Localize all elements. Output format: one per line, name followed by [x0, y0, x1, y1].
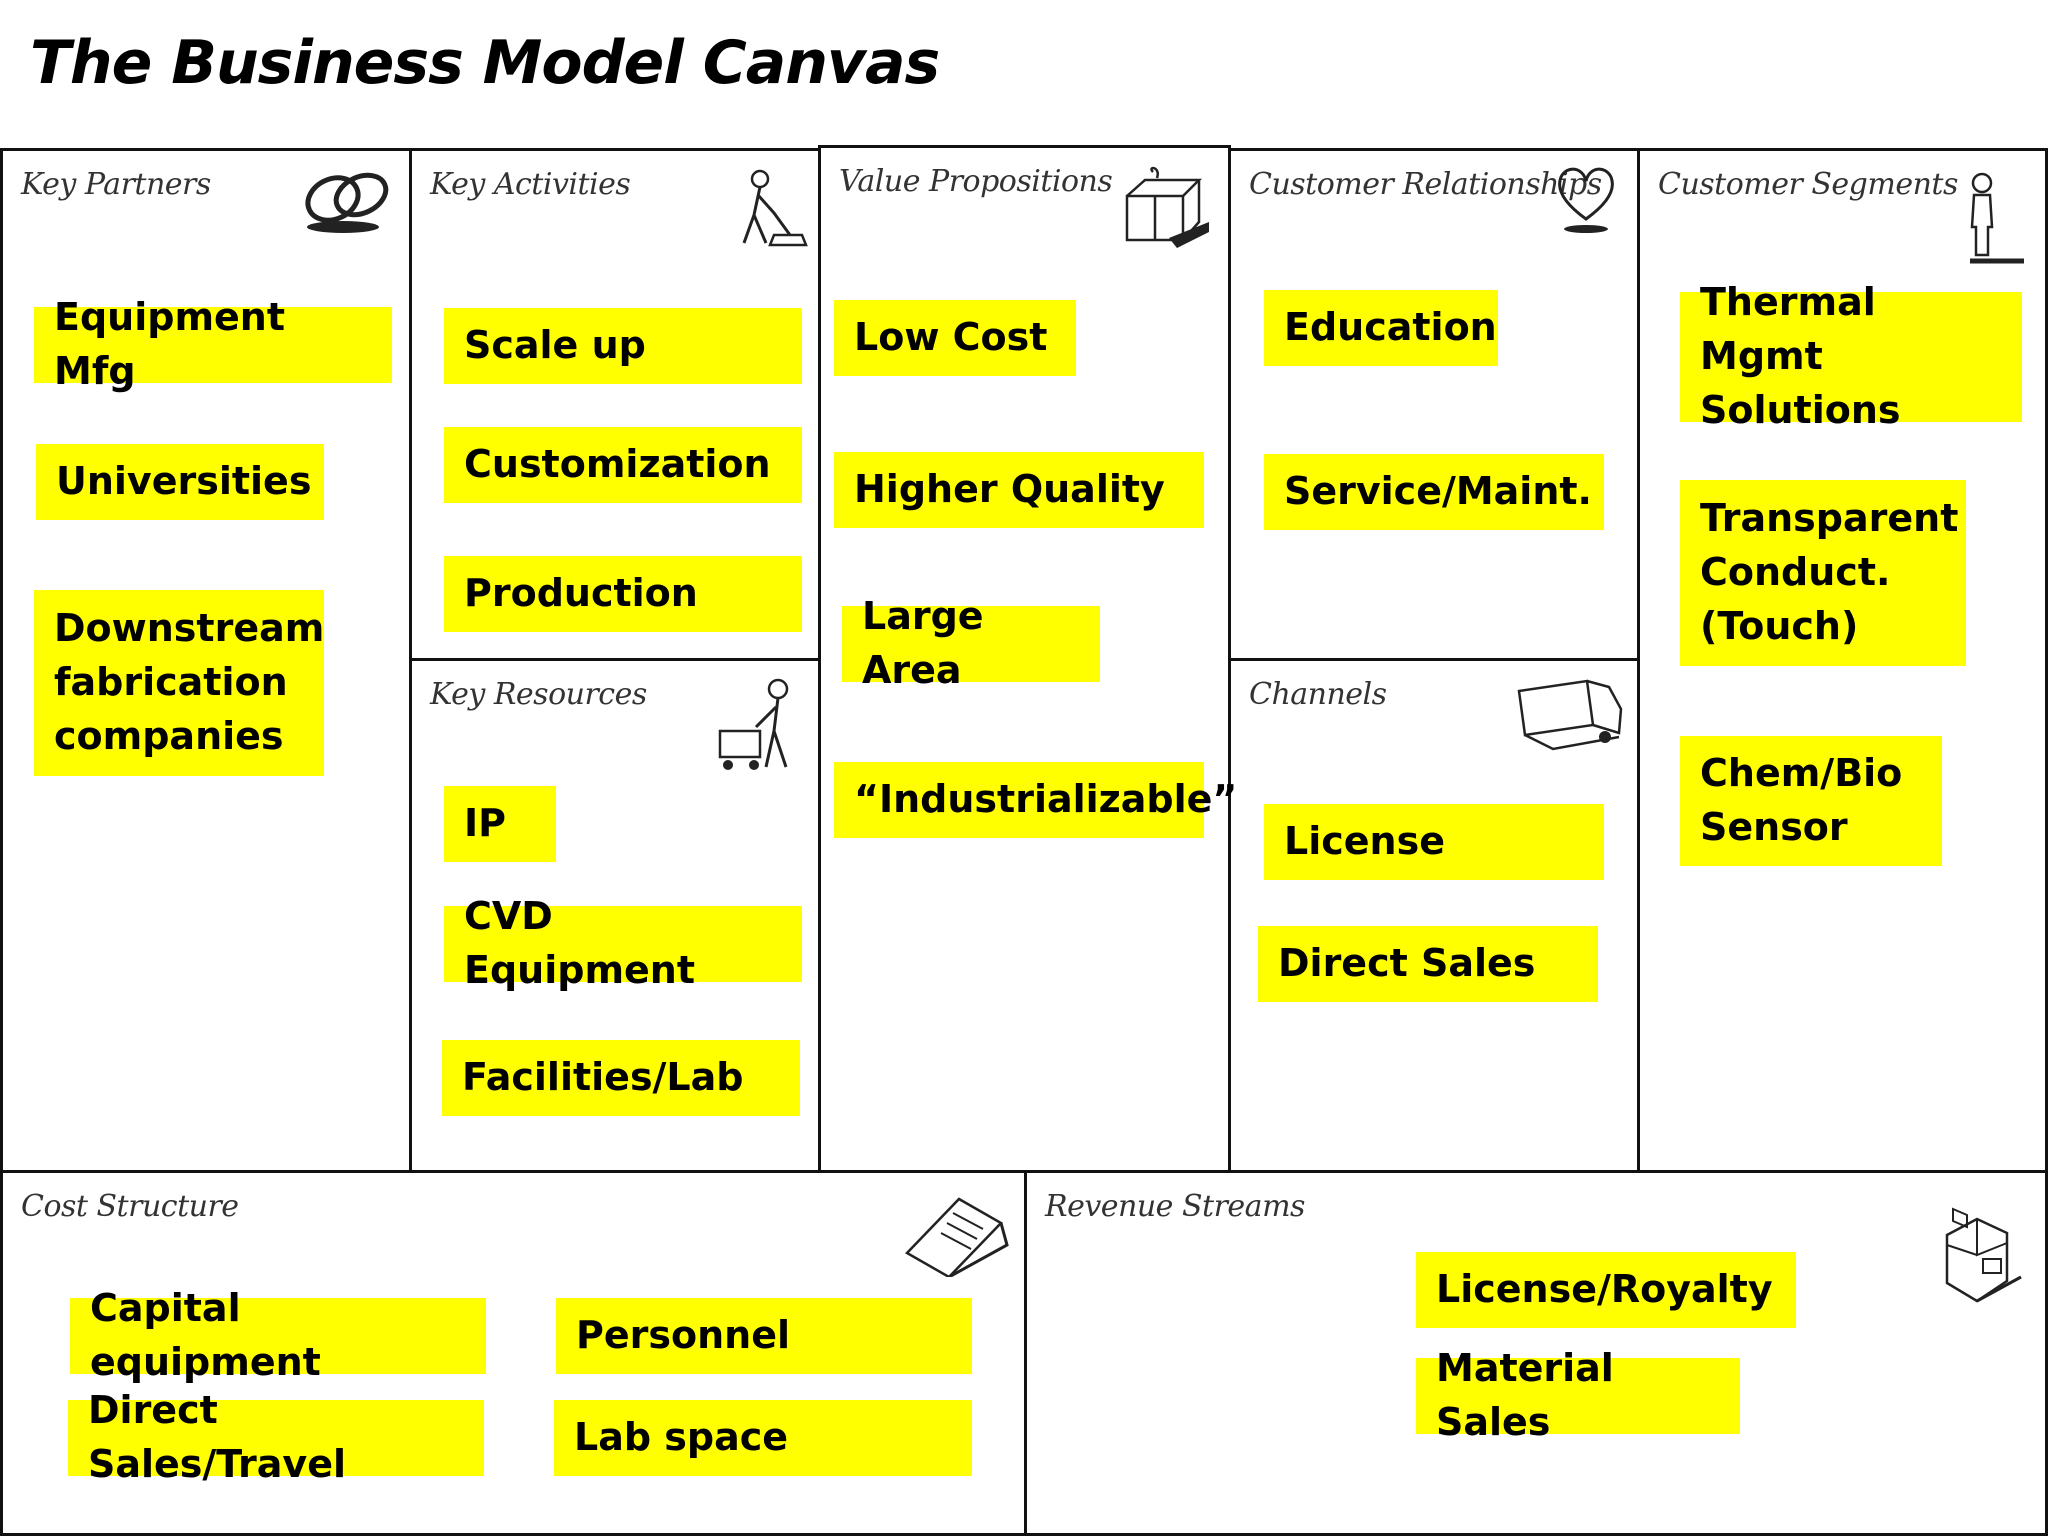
receipt-icon [904, 1197, 1009, 1277]
note-material-sales: Material Sales [1416, 1346, 1740, 1444]
value-propositions-label: Value Propositions [839, 164, 1113, 199]
worker-cart-icon [718, 678, 789, 770]
note-capital-equipment: Capital equipment [70, 1286, 486, 1384]
note-transparent-conduct: Transparent Conduct. (Touch) [1680, 480, 1966, 666]
note-thermal-mgmt: Thermal Mgmt Solutions [1680, 280, 2022, 432]
page-title: The Business Model Canvas [30, 28, 940, 98]
heart-icon [1558, 167, 1614, 233]
note-direct-sales-travel: Direct Sales/Travel [68, 1388, 484, 1486]
truck-icon [1517, 679, 1623, 751]
customer-segments-label: Customer Segments [1658, 167, 1958, 202]
gift-icon [1125, 166, 1209, 248]
note-low-cost: Low Cost [834, 300, 1076, 376]
note-universities: Universities [36, 444, 324, 520]
note-customization: Customization [444, 427, 802, 503]
revenue-streams-label: Revenue Streams [1045, 1189, 1305, 1224]
channels-block: Channels [1228, 658, 1640, 1173]
chain-links-icon [305, 172, 389, 233]
customer-relationships-block: Customer Relationships [1228, 148, 1640, 661]
note-license-royalty: License/Royalty [1416, 1252, 1796, 1328]
note-service-maint: Service/Maint. [1264, 454, 1604, 530]
worker-icon [742, 169, 808, 247]
note-ip: IP [444, 786, 556, 862]
note-equipment-mfg: Equipment Mfg [34, 295, 392, 393]
note-production: Production [444, 556, 802, 632]
note-direct-sales: Direct Sales [1258, 926, 1598, 1002]
key-partners-label: Key Partners [21, 167, 211, 202]
note-personnel: Personnel [556, 1298, 972, 1374]
key-activities-label: Key Activities [430, 167, 631, 202]
cost-structure-label: Cost Structure [21, 1189, 239, 1224]
note-education: Education [1264, 290, 1498, 366]
note-license: License [1264, 804, 1604, 880]
note-facilities-lab: Facilities/Lab [442, 1040, 800, 1116]
channels-label: Channels [1249, 677, 1387, 712]
revenue-streams-block: Revenue Streams [1024, 1170, 2048, 1536]
customer-relationships-label: Customer Relationships [1249, 167, 1602, 202]
key-resources-label: Key Resources [430, 677, 647, 712]
note-higher-quality: Higher Quality [834, 452, 1204, 528]
note-lab-space: Lab space [554, 1400, 972, 1476]
note-downstream-fabrication: Downstream fabrication companies [34, 590, 324, 776]
person-icon [1970, 172, 2024, 264]
note-large-area: Large Area [842, 594, 1100, 692]
note-industrializable: “Industrializable” [834, 762, 1237, 838]
note-cvd-equipment: CVD Equipment [444, 894, 802, 992]
note-chem-bio-sensor: Chem/Bio Sensor [1680, 736, 1942, 866]
cash-register-icon [1945, 1207, 2022, 1303]
note-scale-up: Scale up [444, 308, 802, 384]
